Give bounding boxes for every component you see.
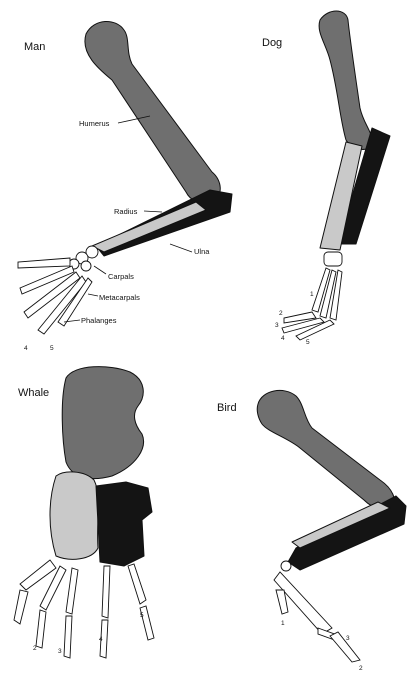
man-label-humerus: Humerus (79, 119, 110, 128)
bird-panel: Bird 1 3 2 (217, 390, 406, 672)
bird-digit-bone (330, 632, 360, 662)
dog-carpal (324, 252, 342, 266)
whale-humerus (62, 367, 143, 479)
bird-wing-tip (274, 561, 360, 662)
man-humerus (85, 21, 220, 203)
bird-digit-1: 1 (281, 620, 285, 627)
bird-title: Bird (217, 402, 237, 414)
dog-panel: Dog 1 2 3 4 5 (262, 11, 390, 346)
bird-digit-3: 3 (346, 635, 350, 642)
whale-digit-2: 2 (33, 645, 37, 652)
ulna-leader (170, 244, 192, 252)
whale-phalanx (36, 610, 46, 648)
bird-carpal (281, 561, 291, 571)
whale-flipper-digits (14, 560, 154, 658)
metacarpals-leader (88, 294, 98, 296)
whale-digit-3: 3 (58, 648, 62, 655)
whale-phalanx (64, 616, 72, 658)
dog-digit-3: 3 (275, 322, 279, 329)
man-title: Man (24, 41, 45, 53)
whale-phalanx (14, 590, 28, 624)
whale-digit-5: 5 (140, 612, 144, 619)
man-radius (92, 202, 206, 252)
whale-panel: Whale 2 3 4 5 (14, 367, 154, 658)
man-label-phalanges: Phalanges (81, 316, 117, 325)
dog-digit-1: 1 (310, 291, 314, 298)
dog-title: Dog (262, 37, 282, 49)
bird-digit-2: 2 (359, 665, 363, 672)
whale-phalanx (66, 568, 78, 614)
whale-phalanx (102, 566, 110, 618)
whale-phalanx (128, 564, 146, 604)
whale-title: Whale (18, 387, 49, 399)
whale-ulna (96, 482, 152, 566)
bird-humerus (257, 390, 394, 509)
man-metacarpal (18, 258, 70, 268)
dog-digit-5: 5 (306, 339, 310, 346)
man-label-ulna: Ulna (194, 247, 210, 256)
man-carpal (81, 261, 91, 271)
whale-radius (50, 472, 98, 559)
man-digit-4: 4 (24, 345, 28, 352)
dog-digit-4: 4 (281, 335, 285, 342)
man-panel: Man Humerus Radius Ulna Carpals Metacarp… (18, 21, 232, 352)
dog-digit-2: 2 (279, 310, 283, 317)
man-label-carpals: Carpals (108, 272, 134, 281)
man-digit-5: 5 (50, 345, 54, 352)
carpals-leader (94, 266, 106, 274)
whale-digit-4: 4 (99, 636, 103, 643)
man-label-radius: Radius (114, 207, 138, 216)
man-label-metacarpals: Metacarpals (99, 293, 140, 302)
dog-humerus (319, 11, 372, 149)
radius-leader (144, 211, 162, 212)
